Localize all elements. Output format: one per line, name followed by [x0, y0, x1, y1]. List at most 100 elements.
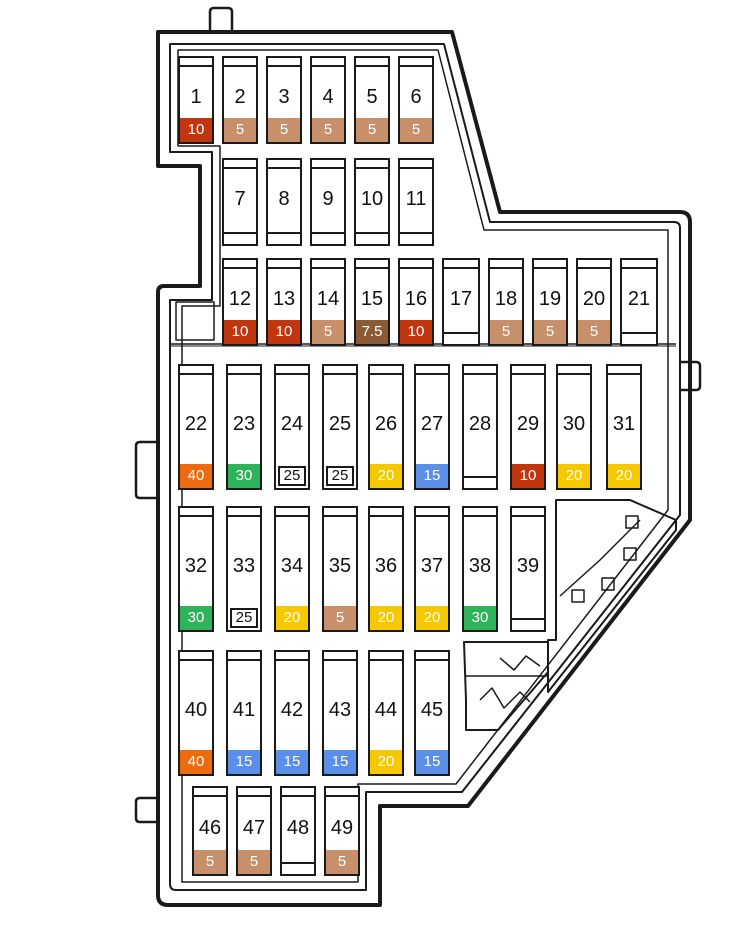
fuse-empty-slot-line — [282, 862, 314, 864]
fuse-number: 41 — [232, 699, 256, 721]
fuse-rating: 30 — [464, 606, 496, 630]
fuse-top-bar — [224, 58, 256, 67]
fuse-number: 25 — [328, 413, 352, 435]
fuse-rating: 5 — [194, 850, 226, 874]
fuse-rating: 20 — [608, 464, 640, 488]
fuse-top-bar — [324, 652, 356, 661]
fuse-number: 27 — [420, 413, 444, 435]
fuse-top-bar — [228, 366, 260, 375]
fuse-number: 21 — [627, 288, 651, 310]
fuse-number: 5 — [366, 86, 378, 108]
fuse-number: 8 — [278, 188, 290, 210]
fuse-number: 4 — [322, 86, 334, 108]
fuse-number: 32 — [184, 555, 208, 577]
fuse-rating: 30 — [228, 464, 260, 488]
fuse-top-bar — [356, 260, 388, 269]
fuse-rating: 5 — [224, 118, 256, 142]
fuse-46: 46 5 — [192, 786, 228, 876]
fuse-top-bar — [324, 508, 356, 517]
fuse-top-bar — [324, 366, 356, 375]
fuse-number: 47 — [242, 817, 266, 839]
fuse-rating: 5 — [578, 320, 610, 344]
relay-clip — [463, 641, 549, 731]
fuse-empty-slot-line — [312, 232, 344, 234]
fuse-top-bar — [512, 366, 544, 375]
fuse-top-bar — [370, 366, 402, 375]
fuse-top-bar — [268, 58, 300, 67]
fuse-rating: 5 — [312, 118, 344, 142]
fuse-rating: 40 — [180, 750, 212, 774]
fuse-rating: 40 — [180, 464, 212, 488]
fuse-number: 26 — [374, 413, 398, 435]
fuse-top-bar — [622, 260, 656, 269]
fuse-rating: 20 — [370, 464, 402, 488]
fuse-top-bar — [276, 508, 308, 517]
fuse-17: 17 — [442, 258, 480, 346]
fuse-rating: 10 — [400, 320, 432, 344]
fuse-top-bar — [370, 508, 402, 517]
fuse-11: 11 — [398, 158, 434, 246]
fuse-top-bar — [282, 788, 314, 797]
fuse-number: 37 — [420, 555, 444, 577]
fuse-22: 22 40 — [178, 364, 214, 490]
fuse-rating: 15 — [228, 750, 260, 774]
fuse-number: 3 — [278, 86, 290, 108]
fuse-empty-slot-line — [622, 332, 656, 334]
fuse-empty-slot-line — [356, 232, 388, 234]
fuse-number: 1 — [190, 86, 202, 108]
fuse-number: 49 — [330, 817, 354, 839]
fuse-top-bar — [444, 260, 478, 269]
fuse-top-bar — [416, 366, 448, 375]
fuse-number: 10 — [360, 188, 384, 210]
fuse-empty-slot-line — [464, 476, 496, 478]
fuse-rating: 5 — [356, 118, 388, 142]
fuse-26: 26 20 — [368, 364, 404, 490]
housing-outer-wall — [156, 30, 692, 907]
fuse-rating: 20 — [416, 606, 448, 630]
fuse-number: 2 — [234, 86, 246, 108]
fuse-number: 22 — [184, 413, 208, 435]
fuse-36: 36 20 — [368, 506, 404, 632]
fuse-top-bar — [312, 160, 344, 169]
fuse-number: 36 — [374, 555, 398, 577]
fuse-number: 16 — [404, 288, 428, 310]
fuse-number: 46 — [198, 817, 222, 839]
fuse-number: 6 — [410, 86, 422, 108]
fuse-top-bar — [180, 366, 212, 375]
fuse-top-bar — [228, 508, 260, 517]
fuse-rating: 7.5 — [356, 320, 388, 344]
fuse-top-bar — [400, 260, 432, 269]
housing-right-tab — [680, 360, 702, 392]
fuse-empty-slot-line — [444, 332, 478, 334]
fuse-top-bar — [268, 260, 300, 269]
fuse-top-bar — [490, 260, 522, 269]
fuse-top-bar — [224, 160, 256, 169]
fuse-top-bar — [276, 652, 308, 661]
fuse-number: 48 — [286, 817, 310, 839]
fuse-number: 20 — [582, 288, 606, 310]
fuse-rating: 20 — [370, 606, 402, 630]
fuse-top-bar — [194, 788, 226, 797]
fuse-top-bar — [578, 260, 610, 269]
fuse-rating: 20 — [370, 750, 402, 774]
fuse-number: 45 — [420, 699, 444, 721]
